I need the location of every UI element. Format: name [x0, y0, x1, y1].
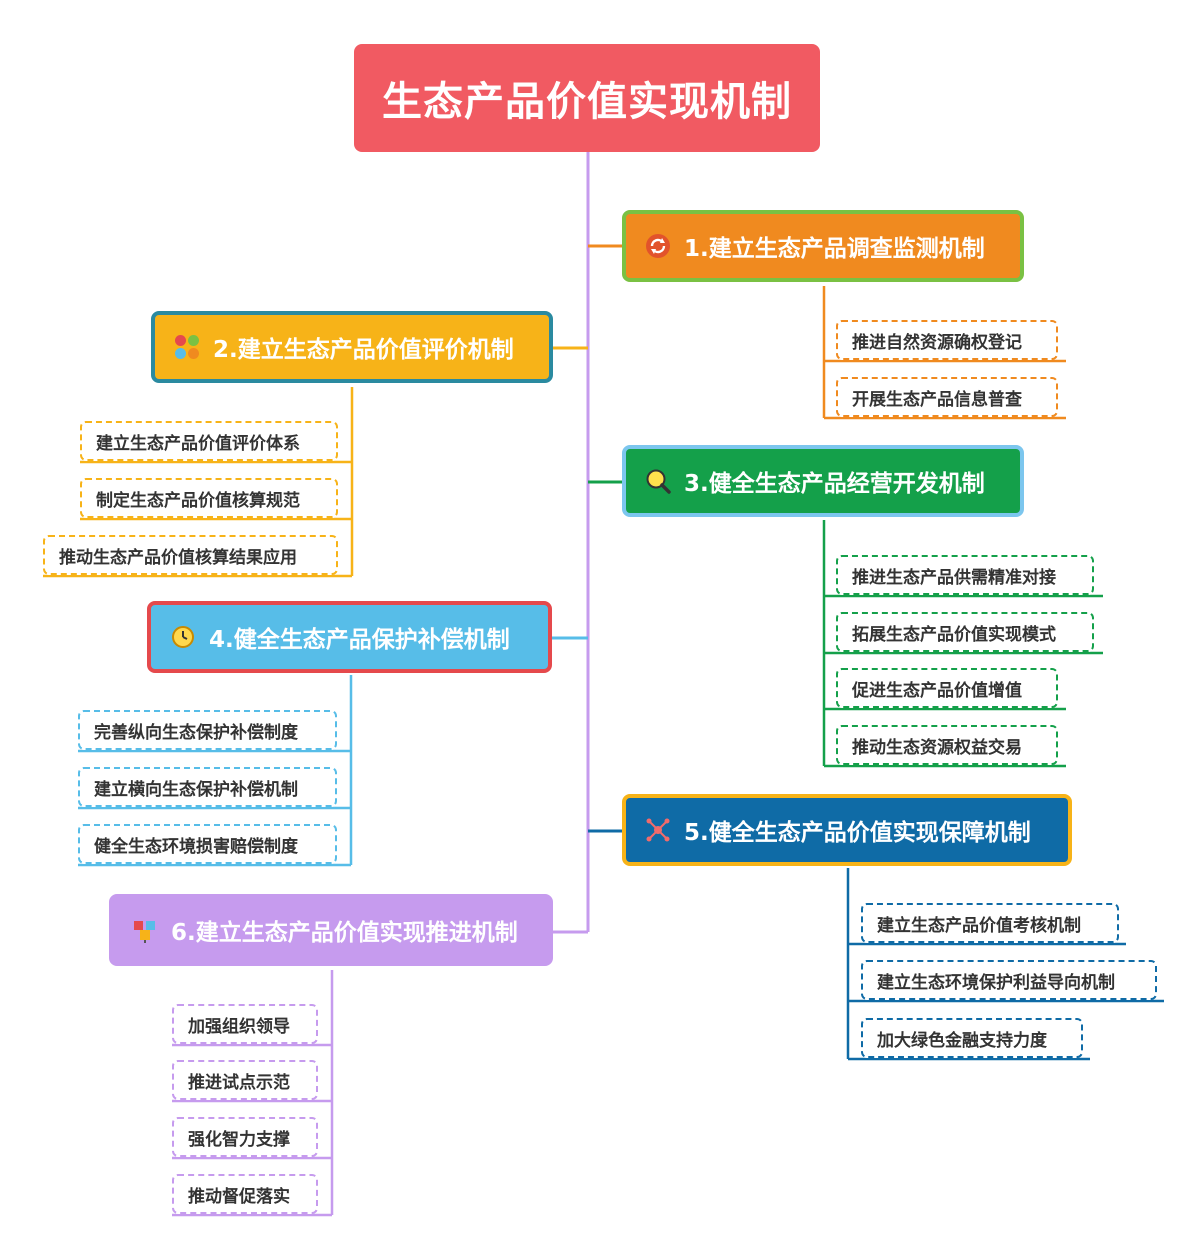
leaf-item[interactable]: 拓展生态产品价值实现模式 — [836, 612, 1094, 652]
branch-node-2[interactable]: 2.建立生态产品价值评价机制 — [151, 311, 553, 383]
branch-label: 6.建立生态产品价值实现推进机制 — [171, 920, 518, 946]
branch-node-5[interactable]: 5.健全生态产品价值实现保障机制 — [622, 794, 1072, 866]
leaf-item[interactable]: 推进自然资源确权登记 — [836, 320, 1058, 360]
branch-node-6[interactable]: 6.建立生态产品价值实现推进机制 — [109, 894, 553, 966]
leaf-item[interactable]: 建立横向生态保护补偿机制 — [78, 767, 337, 807]
branch-label: 1.建立生态产品调查监测机制 — [684, 236, 985, 262]
branch-label: 4.健全生态产品保护补偿机制 — [209, 627, 510, 653]
refresh-icon — [644, 232, 672, 260]
branch-node-1[interactable]: 1.建立生态产品调查监测机制 — [622, 210, 1024, 282]
leaf-item[interactable]: 制定生态产品价值核算规范 — [80, 478, 338, 518]
branch-label: 2.建立生态产品价值评价机制 — [213, 337, 514, 363]
leaf-item[interactable]: 强化智力支撑 — [172, 1117, 318, 1157]
clock-icon — [169, 623, 197, 651]
leaf-item[interactable]: 建立生态环境保护利益导向机制 — [861, 960, 1157, 1000]
leaf-item[interactable]: 加大绿色金融支持力度 — [861, 1018, 1083, 1058]
leaf-item[interactable]: 完善纵向生态保护补偿制度 — [78, 710, 337, 750]
leaf-item[interactable]: 促进生态产品价值增值 — [836, 668, 1058, 708]
branch-label: 5.健全生态产品价值实现保障机制 — [684, 820, 1031, 846]
branch-node-4[interactable]: 4.健全生态产品保护补偿机制 — [147, 601, 552, 673]
network-icon — [644, 816, 672, 844]
leaf-item[interactable]: 加强组织领导 — [172, 1004, 318, 1044]
leaf-item[interactable]: 推动生态产品价值核算结果应用 — [43, 535, 338, 575]
leaf-item[interactable]: 推动生态资源权益交易 — [836, 725, 1058, 765]
branch-label: 3.健全生态产品经营开发机制 — [684, 471, 985, 497]
leaf-item[interactable]: 建立生态产品价值考核机制 — [861, 903, 1119, 943]
leaf-item[interactable]: 健全生态环境损害赔偿制度 — [78, 824, 337, 864]
leaf-item[interactable]: 推进试点示范 — [172, 1060, 318, 1100]
cubes-icon — [131, 916, 159, 944]
leaf-item[interactable]: 推动督促落实 — [172, 1174, 318, 1214]
root-node-title[interactable]: 生态产品价值实现机制 — [354, 44, 820, 152]
magnifier-icon — [644, 467, 672, 495]
leaf-item[interactable]: 建立生态产品价值评价体系 — [80, 421, 338, 461]
branch-node-3[interactable]: 3.健全生态产品经营开发机制 — [622, 445, 1024, 517]
leaf-item[interactable]: 推进生态产品供需精准对接 — [836, 555, 1094, 595]
grid-icon — [173, 333, 201, 361]
leaf-item[interactable]: 开展生态产品信息普查 — [836, 377, 1058, 417]
